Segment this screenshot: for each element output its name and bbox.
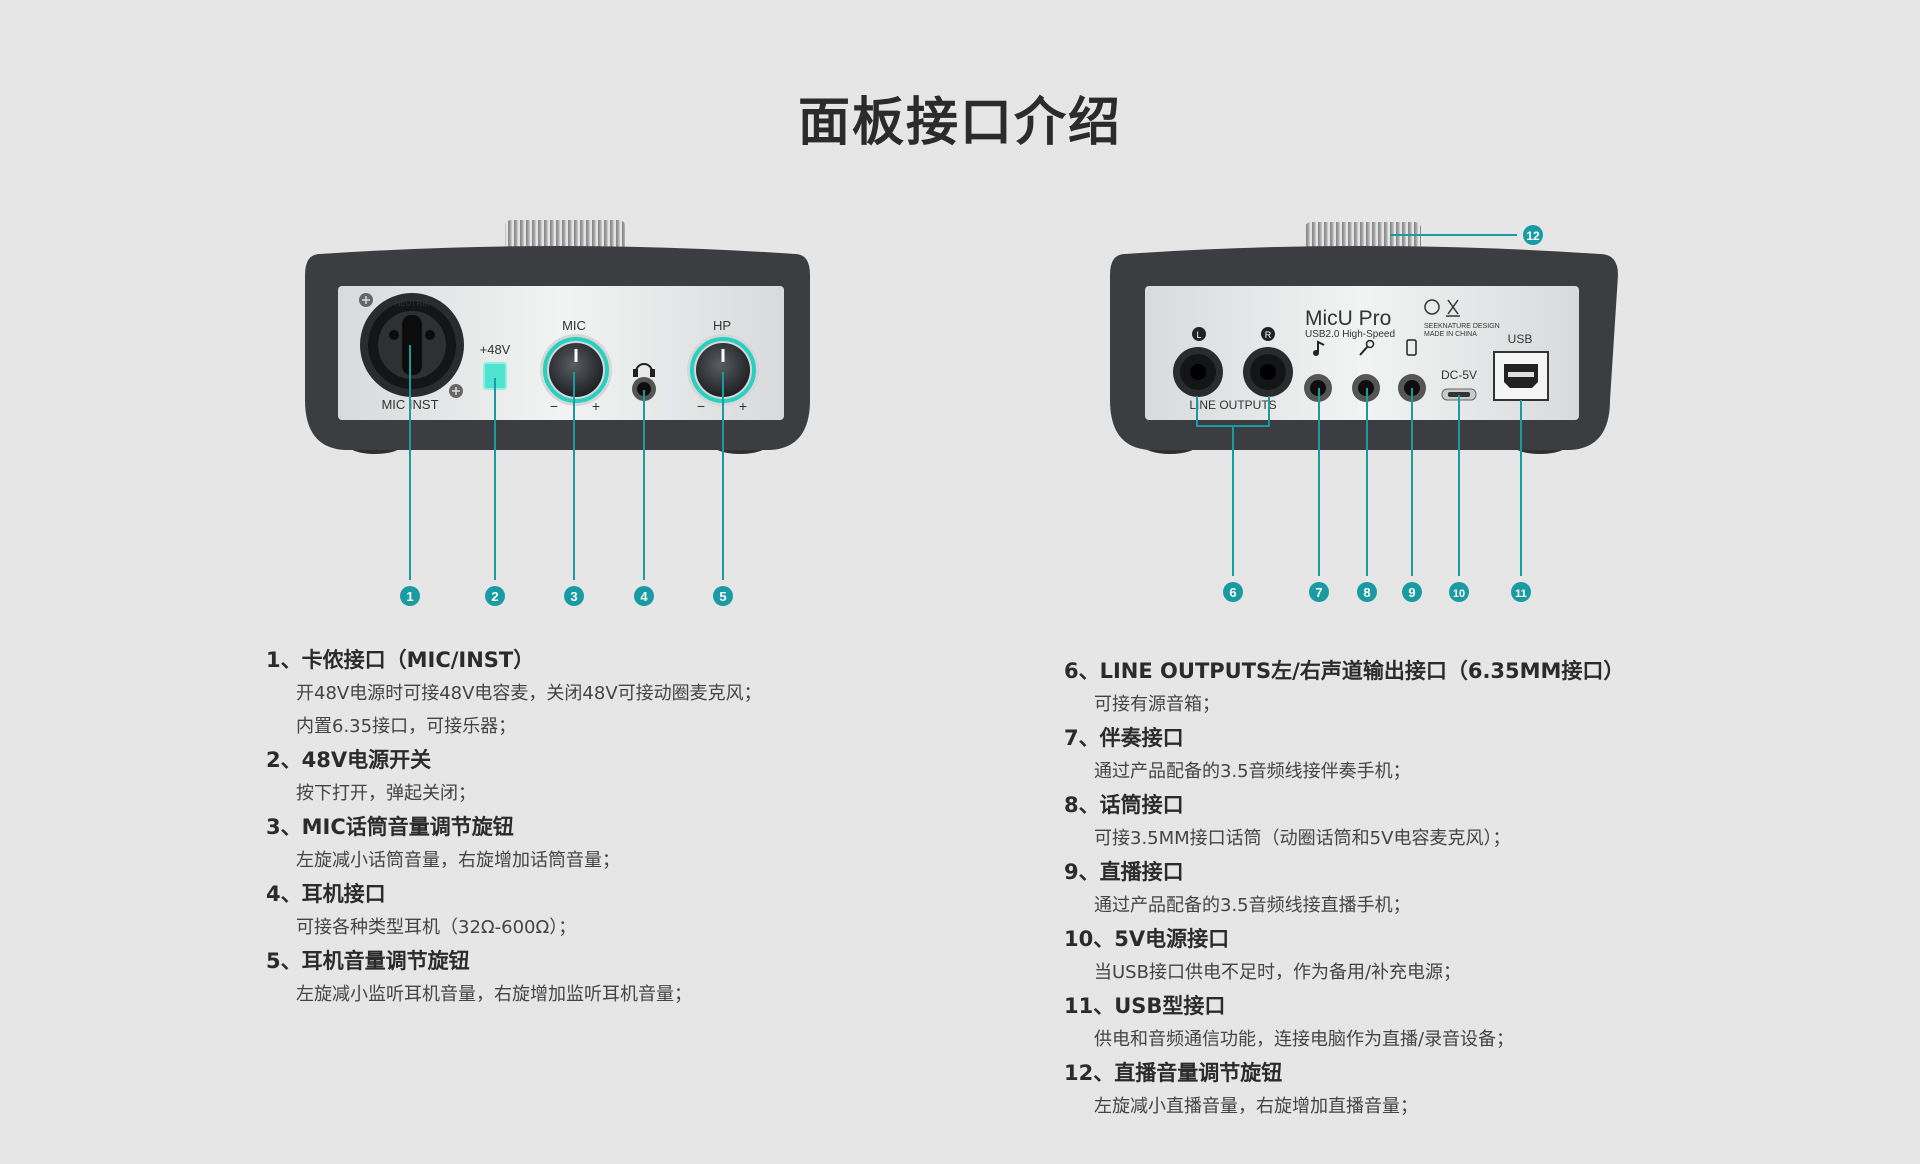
front-device: NEUTRIK MIC INST +48V MIC − + HP − + — [305, 220, 810, 606]
spec-item: 4、耳机接口 可接各种类型耳机（32Ω-600Ω）； — [266, 877, 886, 944]
spec-item: 10、5V电源接口 当USB接口供电不足时，作为备用/补充电源； — [1064, 922, 1824, 989]
spec-line: 左旋减小直播音量，右旋增加直播音量； — [1094, 1096, 1418, 1117]
front-callouts: 1 2 3 4 5 — [400, 586, 733, 606]
svg-text:8: 8 — [1363, 585, 1370, 600]
svg-text:5: 5 — [719, 589, 726, 604]
svg-text:7: 7 — [1315, 585, 1322, 600]
music-note-icon — [1313, 340, 1325, 356]
spec-item: 1、卡侬接口（MIC/INST） 开48V电源时可接48V电容麦，关闭48V可接… — [266, 643, 886, 743]
spec-item: 8、话筒接口 可接3.5MM接口话筒（动圈话筒和5V电容麦克风）； — [1064, 788, 1824, 855]
svg-text:+: + — [739, 398, 747, 414]
svg-text:R: R — [1265, 330, 1272, 340]
spec-item: 12、直播音量调节旋钮 左旋减小直播音量，右旋增加直播音量； — [1064, 1056, 1824, 1123]
spec-line: 左旋减小监听耳机音量，右旋增加监听耳机音量； — [296, 984, 692, 1005]
spec-item: 2、48V电源开关 按下打开，弹起关闭； — [266, 743, 886, 810]
spec-heading: 5、耳机音量调节旋钮 — [266, 949, 470, 973]
spec-item: 9、直播接口 通过产品配备的3.5音频线接直播手机； — [1064, 855, 1824, 922]
spec-heading: 3、MIC话筒音量调节旋钮 — [266, 815, 514, 839]
spec-heading: 11、USB型接口 — [1064, 994, 1226, 1018]
hp-knob-label: HP — [713, 318, 731, 333]
svg-text:10: 10 — [1453, 588, 1465, 600]
spec-heading: 1、卡侬接口（MIC/INST） — [266, 648, 535, 672]
svg-text:1: 1 — [406, 589, 413, 604]
weee-icon — [1446, 299, 1460, 317]
svg-text:6: 6 — [1229, 585, 1236, 600]
right-spec-list: 6、LINE OUTPUTS左/右声道输出接口（6.35MM接口） 可接有源音箱… — [1064, 654, 1824, 1123]
model-sub: USB2.0 High-Speed — [1305, 329, 1395, 340]
headphone-icon — [633, 363, 655, 377]
rohs-icon — [1424, 299, 1440, 315]
svg-text:L: L — [1196, 330, 1201, 340]
model-name: MicU Pro — [1305, 307, 1391, 330]
mic-gain-knob[interactable] — [549, 343, 603, 397]
spec-heading: 6、LINE OUTPUTS左/右声道输出接口（6.35MM接口） — [1064, 659, 1625, 683]
line-outputs-label: LINE OUTPUTS — [1189, 398, 1276, 412]
svg-text:−: − — [697, 398, 705, 414]
spec-line: 通过产品配备的3.5音频线接直播手机； — [1094, 895, 1411, 916]
spec-line: 可接各种类型耳机（32Ω-600Ω）； — [296, 917, 577, 938]
hp-volume-knob[interactable] — [696, 343, 750, 397]
spec-line: 内置6.35接口，可接乐器； — [296, 716, 517, 737]
left-spec-list: 1、卡侬接口（MIC/INST） 开48V电源时可接48V电容麦，关闭48V可接… — [266, 643, 886, 1011]
usb-label: USB — [1508, 332, 1533, 346]
page-title: 面板接口介绍 — [797, 93, 1122, 153]
mic-knob-label: MIC — [562, 318, 586, 333]
spec-item: 11、USB型接口 供电和音频通信功能，连接电脑作为直播/录音设备； — [1064, 989, 1824, 1056]
dc-label: DC-5V — [1441, 368, 1477, 382]
microphone-icon — [1359, 339, 1375, 356]
spec-item: 7、伴奏接口 通过产品配备的3.5音频线接伴奏手机； — [1064, 721, 1824, 788]
neutrik-brand: NEUTRIK — [394, 299, 430, 308]
spec-line: 可接有源音箱； — [1094, 694, 1220, 715]
spec-line: 通过产品配备的3.5音频线接伴奏手机； — [1094, 761, 1411, 782]
spec-line: 开48V电源时可接48V电容麦，关闭48V可接动圈麦克风； — [296, 683, 762, 704]
spec-line: 按下打开，弹起关闭； — [296, 783, 476, 804]
callout-12: 12 — [1526, 229, 1540, 243]
spec-item: 6、LINE OUTPUTS左/右声道输出接口（6.35MM接口） 可接有源音箱… — [1064, 654, 1824, 721]
spec-line: 左旋减小话筒音量，右旋增加话筒音量； — [296, 850, 620, 871]
spec-heading: 10、5V电源接口 — [1064, 927, 1230, 951]
maker-label: SEEKNATURE DESIGN — [1424, 323, 1500, 330]
spec-heading: 9、直播接口 — [1064, 860, 1184, 884]
svg-text:4: 4 — [640, 589, 648, 604]
spec-line: 供电和音频通信功能，连接电脑作为直播/录音设备； — [1094, 1029, 1515, 1050]
spec-heading: 7、伴奏接口 — [1064, 726, 1184, 750]
svg-text:2: 2 — [491, 589, 498, 604]
phantom-label: +48V — [480, 342, 511, 357]
spec-line: 可接3.5MM接口话筒（动圈话筒和5V电容麦克风）； — [1094, 828, 1511, 849]
svg-text:11: 11 — [1515, 588, 1527, 600]
spec-line: 当USB接口供电不足时，作为备用/补充电源； — [1094, 962, 1462, 983]
phone-icon — [1406, 339, 1417, 356]
back-callouts: 6 7 8 9 10 11 — [1223, 582, 1531, 602]
spec-heading: 4、耳机接口 — [266, 882, 386, 906]
combo-jack: NEUTRIK — [360, 293, 464, 397]
svg-text:+: + — [592, 398, 600, 414]
spec-item: 5、耳机音量调节旋钮 左旋减小监听耳机音量，右旋增加监听耳机音量； — [266, 944, 886, 1011]
back-device: 12 MicU Pro USB2.0 High-Speed SEEKNATURE… — [1110, 222, 1618, 602]
svg-text:−: − — [550, 398, 558, 414]
svg-text:3: 3 — [570, 589, 577, 604]
spec-heading: 8、话筒接口 — [1064, 793, 1184, 817]
made-in-label: MADE IN CHINA — [1424, 331, 1477, 338]
spec-item: 3、MIC话筒音量调节旋钮 左旋减小话筒音量，右旋增加话筒音量； — [266, 810, 886, 877]
spec-heading: 2、48V电源开关 — [266, 748, 432, 772]
svg-text:9: 9 — [1408, 585, 1415, 600]
spec-heading: 12、直播音量调节旋钮 — [1064, 1061, 1283, 1085]
